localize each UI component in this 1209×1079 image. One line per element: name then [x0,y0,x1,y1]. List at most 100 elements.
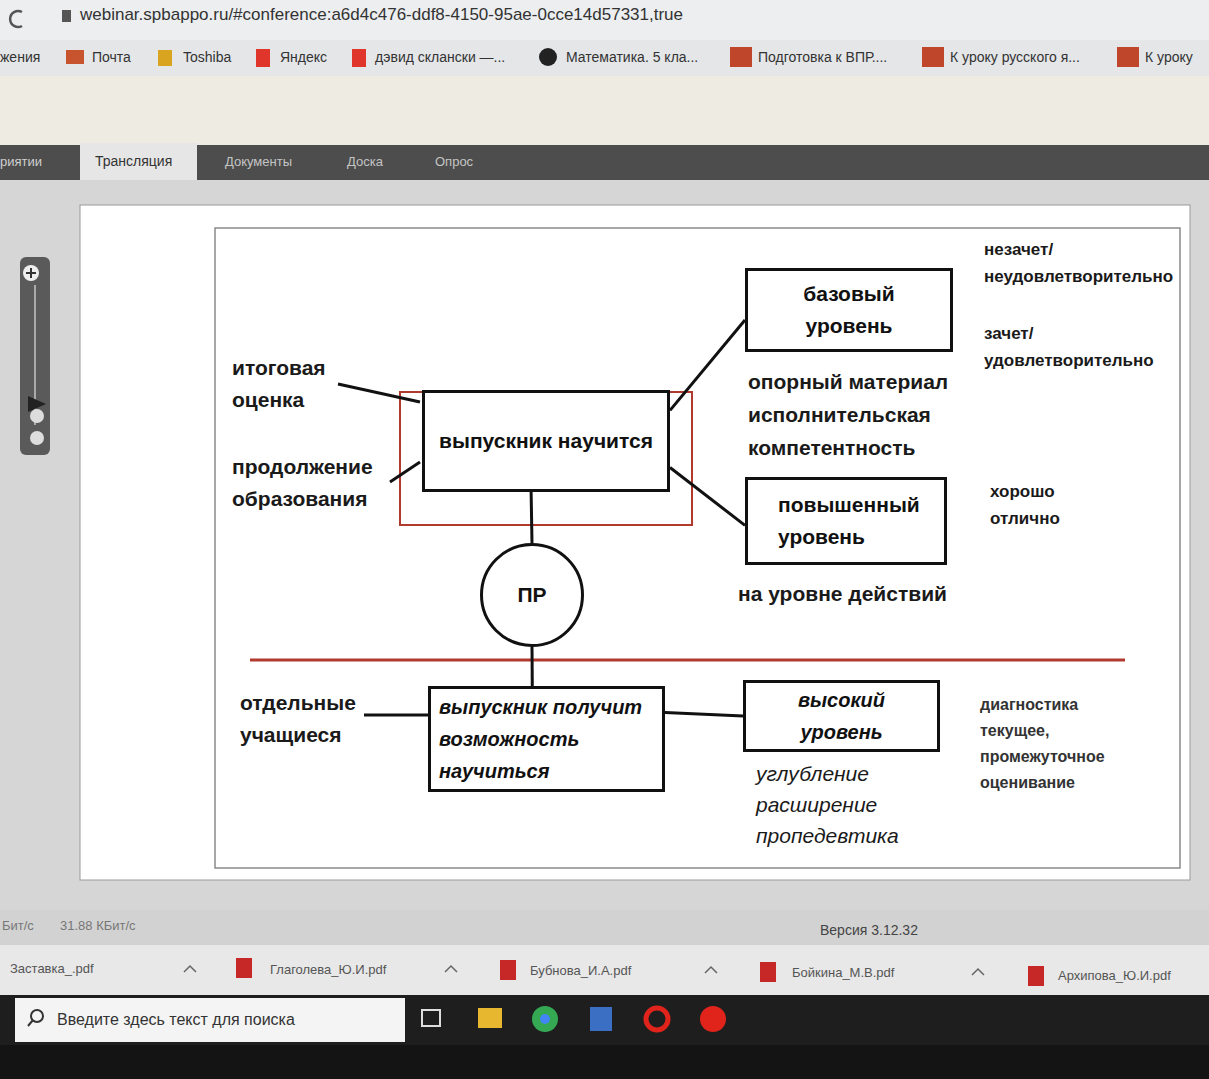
chrome-icon [540,1014,550,1024]
bookmark: Математика. 5 кла... [566,49,698,66]
tab-label: Документы [225,154,292,170]
bookmark: К уроку [1145,49,1193,66]
slide [80,205,1190,880]
download-name: Заставка_.pdf [10,961,94,977]
connector-line [665,713,743,717]
process-box: выпускник научится [422,390,670,492]
url-text: webinar.spbappo.ru/#conference:a6d4c476-… [80,5,683,25]
bookmark: жения [0,49,40,66]
bookmark-icon [256,49,270,67]
pdf-icon [500,960,516,980]
search-placeholder: Введите здесь текст для поиска [57,1010,295,1029]
bookmark: Яндекс [280,49,327,66]
app-icon [590,1007,612,1031]
downloads-bar [0,945,1209,995]
tab-label: Трансляция [95,153,172,170]
connector-line [670,320,745,410]
download-name: Глаголева_Ю.И.pdf [270,962,386,978]
side-note: отдельные учащиеся [240,687,370,751]
yandex-icon [700,1006,726,1032]
level-box: повышенный уровень [745,477,947,565]
pdf-icon [236,958,252,978]
photo-edge [0,1045,1209,1079]
zoom-minus [30,409,44,423]
status-text: 31.88 КБит/с [60,918,136,934]
side-note: продолжение образования [232,451,397,515]
page-header [0,76,1209,145]
tab-label: Опрос [435,154,473,170]
bookmark: Toshiba [183,49,231,66]
bookmark-icon [539,48,557,66]
reload-icon [10,11,22,27]
side-note: опорный материал исполнительская компете… [748,365,962,464]
download-chevron [184,966,196,972]
leader-line [390,462,420,482]
bookmark-icon [66,50,84,64]
grade-note: диагностика текущее, промежуточное оцени… [980,692,1140,796]
grade-note: зачет/ удовлетворительно [984,320,1184,374]
status-text: Версия 3.12.32 [820,922,918,939]
content-area [0,180,1209,910]
chrome-icon [532,1006,558,1032]
zoom-plus [30,268,32,278]
node-text: повышенный уровень [778,489,938,553]
status-bar [0,910,1209,945]
connector-line [531,647,534,686]
download-chevron [705,967,717,973]
zoom-slider [20,257,50,455]
taskview-icon [422,1010,440,1026]
zoom-plus [23,265,39,281]
tab-label: риятии [0,154,42,170]
address-bar [0,0,1209,40]
node-text: выпускник научится [439,425,653,457]
bookmark-icon [730,47,752,67]
node-text: высокий уровень [782,684,902,748]
connector-line [530,492,534,543]
side-note: на уровне действий [738,581,947,606]
leader-line [338,384,420,402]
level-box: базовый уровень [745,268,953,352]
bookmark-icon [158,50,172,66]
download-chevron [972,969,984,975]
opera-icon [646,1008,668,1030]
divider-line [250,659,1125,662]
tab-label: Доска [347,154,383,170]
grade-note: хорошо отлично [990,478,1080,532]
search-icon [28,1020,33,1026]
bookmark-icon [352,49,366,67]
slide-frame [215,228,1180,868]
process-box: выпускник получит возможность научиться [428,686,665,792]
bookmark: дэвид склански —... [375,49,505,66]
search-box [15,998,405,1042]
lock-icon [62,10,71,22]
bookmark: Почта [92,49,131,66]
bookmark-icon [1117,47,1139,67]
download-name: Бойкина_М.В.pdf [792,965,894,981]
connector-line [670,468,745,526]
taskbar [0,995,1209,1045]
active-tab [80,143,197,180]
bookmark: Подготовка к ВПР.... [758,49,887,66]
bookmark-icon [922,47,944,67]
pdf-icon [760,962,776,982]
leader-line [364,714,428,717]
pdf-icon [1028,966,1044,986]
level-box: высокий уровень [743,680,940,752]
download-name: Архипова_Ю.И.pdf [1058,968,1171,984]
node-text: базовый уровень [789,278,909,342]
circle-outline [482,545,583,646]
circle-node: ПР [480,543,584,647]
side-note: углубление расширение пропедевтика [756,758,946,851]
node-text: ПР [517,579,546,611]
status-text: Бит/с [2,918,34,934]
grade-note: незачет/ неудовлетворительно [984,236,1206,290]
bookmark: К уроку русского я... [950,49,1080,66]
download-name: Бубнова_И.А.pdf [530,963,631,979]
node-text: выпускник получит возможность научиться [439,691,658,787]
side-note: итоговая оценка [232,352,344,416]
